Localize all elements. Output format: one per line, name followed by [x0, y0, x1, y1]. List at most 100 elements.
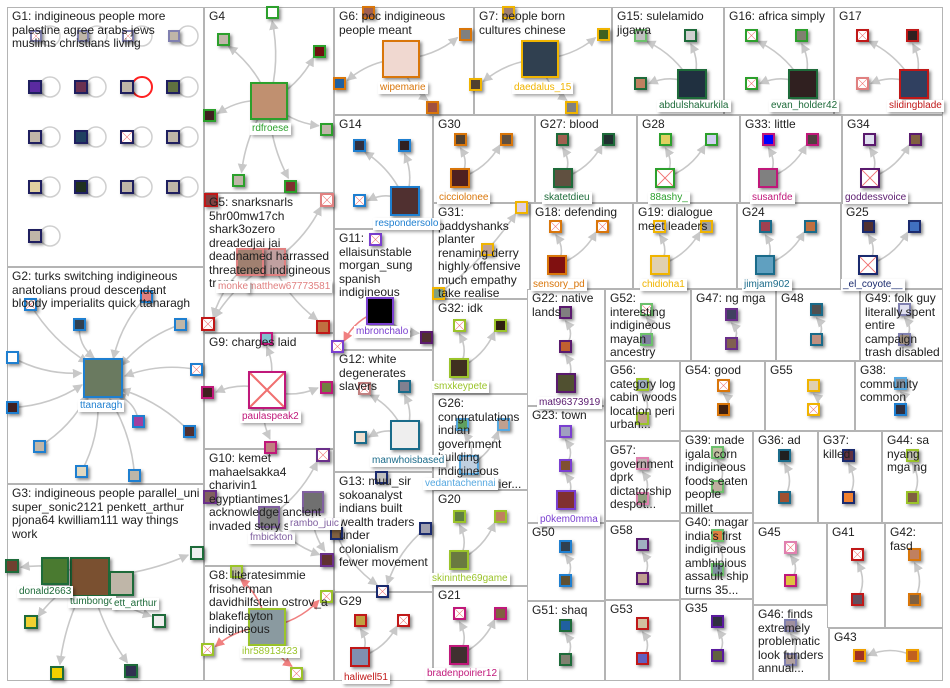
avatar-node[interactable] — [556, 133, 569, 146]
node-label[interactable]: ttanaragh — [78, 400, 125, 412]
avatar-node[interactable] — [653, 220, 666, 233]
avatar-node[interactable] — [565, 101, 578, 114]
avatar-node[interactable] — [366, 297, 394, 325]
missing-avatar-node[interactable] — [655, 168, 675, 188]
avatar-node[interactable] — [778, 491, 791, 504]
avatar-node[interactable] — [83, 358, 123, 398]
avatar-node[interactable] — [806, 133, 819, 146]
avatar-node[interactable] — [50, 666, 64, 680]
avatar-node[interactable] — [759, 220, 772, 233]
node-label[interactable]: jimjam902 — [742, 279, 792, 291]
avatar-node[interactable] — [807, 379, 820, 392]
missing-avatar-node[interactable] — [201, 317, 215, 331]
avatar-node[interactable] — [6, 351, 19, 364]
avatar-node[interactable] — [6, 401, 19, 414]
avatar-node[interactable] — [909, 133, 922, 146]
avatar-node[interactable] — [120, 80, 134, 94]
avatar-node[interactable] — [266, 6, 279, 19]
avatar-node[interactable] — [862, 220, 875, 233]
avatar-node[interactable] — [398, 139, 411, 152]
avatar-node[interactable] — [711, 529, 724, 542]
node-label[interactable]: cicciolonee — [437, 192, 491, 204]
avatar-node[interactable] — [559, 306, 572, 319]
node-label[interactable]: haliwell51 — [342, 672, 390, 684]
node-label[interactable]: tumbongo — [68, 596, 117, 608]
avatar-node[interactable] — [350, 647, 370, 667]
node-label[interactable]: susanfde — [750, 192, 795, 204]
missing-avatar-node[interactable] — [640, 303, 653, 316]
avatar-node[interactable] — [863, 133, 876, 146]
avatar-node[interactable] — [33, 440, 46, 453]
avatar-node[interactable] — [74, 80, 88, 94]
missing-avatar-node[interactable] — [860, 168, 880, 188]
missing-avatar-node[interactable] — [745, 77, 758, 90]
node-label[interactable]: fmbickton — [248, 532, 295, 544]
avatar-node[interactable] — [362, 6, 375, 19]
avatar-node[interactable] — [636, 572, 649, 585]
missing-avatar-node[interactable] — [290, 667, 303, 680]
avatar-node[interactable] — [5, 559, 19, 573]
missing-avatar-node[interactable] — [369, 233, 382, 246]
avatar-node[interactable] — [426, 101, 439, 114]
node-label[interactable]: skatetdieu — [542, 192, 592, 204]
avatar-node[interactable] — [382, 40, 420, 78]
avatar-node[interactable] — [28, 229, 42, 243]
avatar-node[interactable] — [166, 80, 180, 94]
avatar-node[interactable] — [500, 133, 513, 146]
avatar-node[interactable] — [166, 130, 180, 144]
missing-avatar-node[interactable] — [745, 29, 758, 42]
missing-avatar-node[interactable] — [856, 77, 869, 90]
missing-avatar-node[interactable] — [331, 340, 344, 353]
node-label[interactable]: chidioha1 — [640, 279, 687, 291]
avatar-node[interactable] — [717, 403, 730, 416]
avatar-node[interactable] — [810, 303, 823, 316]
missing-avatar-node[interactable] — [248, 371, 286, 409]
missing-avatar-node[interactable] — [856, 29, 869, 42]
node-label[interactable]: rambo_juic — [288, 518, 341, 530]
avatar-node[interactable] — [390, 186, 420, 216]
avatar-node[interactable] — [559, 540, 572, 553]
avatar-node[interactable] — [711, 649, 724, 662]
avatar-node[interactable] — [166, 180, 180, 194]
node-label[interactable]: matthew67773581 — [246, 281, 333, 293]
node-label[interactable]: skininthe69game — [430, 573, 510, 585]
missing-avatar-node[interactable] — [717, 379, 730, 392]
missing-avatar-node[interactable] — [453, 607, 466, 620]
missing-avatar-node[interactable] — [353, 194, 366, 207]
avatar-node[interactable] — [353, 139, 366, 152]
avatar-node[interactable] — [375, 471, 388, 484]
avatar-node[interactable] — [124, 664, 138, 678]
avatar-node[interactable] — [454, 133, 467, 146]
avatar-node[interactable] — [559, 619, 572, 632]
avatar-node[interactable] — [762, 133, 775, 146]
avatar-node[interactable] — [232, 174, 245, 187]
avatar-node[interactable] — [810, 333, 823, 346]
node-label[interactable]: slidingblade — [887, 100, 944, 112]
avatar-node[interactable] — [634, 29, 647, 42]
node-label[interactable]: bradenpoirier12 — [425, 668, 500, 680]
avatar-node[interactable] — [784, 574, 797, 587]
avatar-node[interactable] — [784, 619, 797, 632]
node-label[interactable]: ett_arthur — [112, 598, 159, 610]
avatar-node[interactable] — [553, 168, 573, 188]
avatar-node[interactable] — [659, 133, 672, 146]
avatar-node[interactable] — [109, 571, 134, 596]
missing-avatar-node[interactable] — [858, 255, 878, 275]
avatar-node[interactable] — [894, 377, 907, 390]
avatar-node[interactable] — [354, 431, 367, 444]
avatar-node[interactable] — [313, 45, 326, 58]
avatar-node[interactable] — [899, 69, 929, 99]
avatar-node[interactable] — [725, 337, 738, 350]
avatar-node[interactable] — [636, 457, 649, 470]
avatar-node[interactable] — [494, 510, 507, 523]
avatar-node[interactable] — [420, 331, 433, 344]
avatar-node[interactable] — [521, 40, 559, 78]
avatar-node[interactable] — [650, 255, 670, 275]
avatar-node[interactable] — [132, 415, 145, 428]
avatar-node[interactable] — [559, 340, 572, 353]
missing-avatar-node[interactable] — [549, 220, 562, 233]
avatar-node[interactable] — [74, 130, 88, 144]
avatar-node[interactable] — [908, 548, 921, 561]
avatar-node[interactable] — [449, 358, 469, 378]
avatar-node[interactable] — [711, 446, 724, 459]
